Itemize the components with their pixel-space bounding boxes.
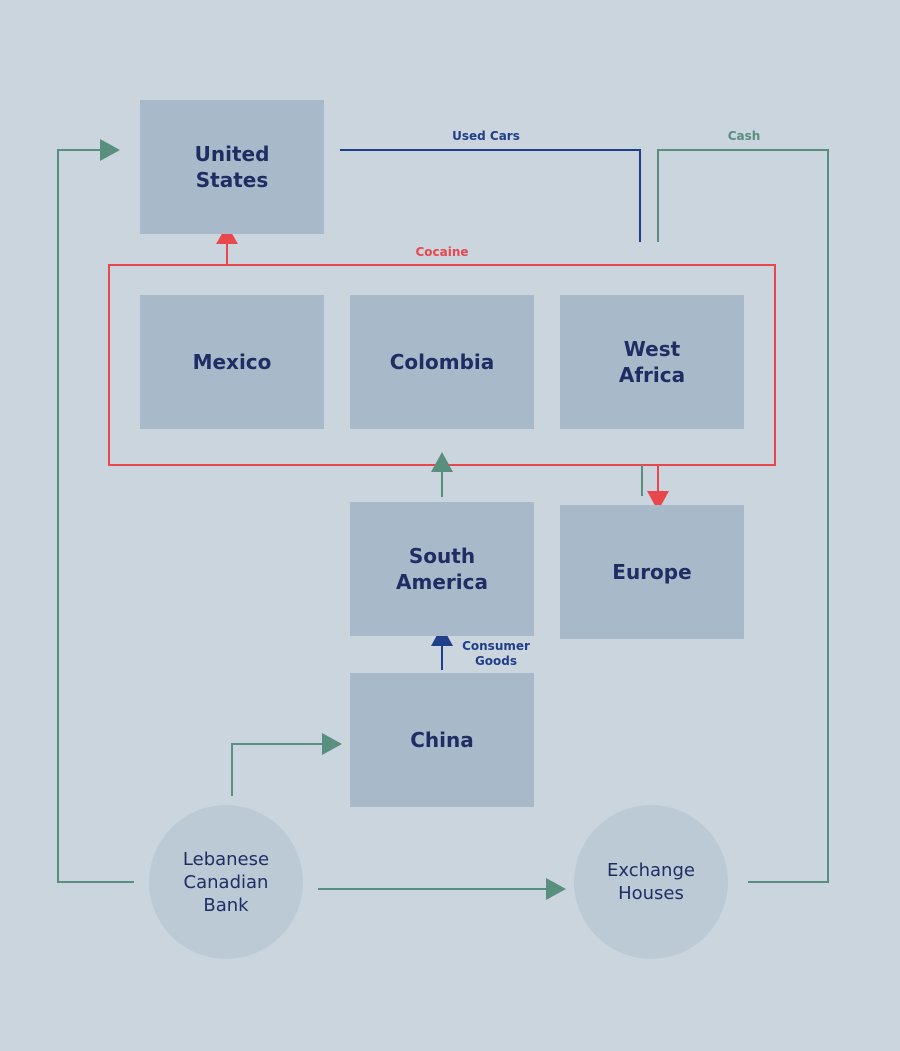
cocaine-label: Cocaine	[415, 245, 469, 259]
south-america-node: South America	[350, 502, 534, 636]
mexico-node: Mexico	[140, 295, 324, 429]
cash-label: Cash	[727, 129, 761, 143]
colombia-node: Colombia	[350, 295, 534, 429]
cocaine-to-europe-arrowhead	[647, 491, 669, 511]
used-cars-label: Used Cars	[452, 129, 520, 143]
bank-to-exchange-arrowhead	[546, 878, 566, 900]
europe-node: Europe	[560, 505, 744, 639]
lebanese-canadian-bank-node: Lebanese Canadian Bank	[149, 805, 303, 959]
china-node: China	[350, 673, 534, 807]
bank-to-china-connector	[231, 743, 322, 796]
west-africa-node: West Africa	[560, 295, 744, 429]
exchange-houses-node: Exchange Houses	[574, 805, 728, 959]
south-america-to-region-arrowhead	[431, 452, 453, 472]
cash-connector	[657, 149, 829, 883]
bank-to-us-arrowhead	[100, 139, 120, 161]
consumer-goods-label: Consumer Goods	[462, 639, 530, 668]
cocaine-to-us-arrowhead	[216, 225, 238, 244]
bank-to-china-arrowhead	[322, 733, 342, 755]
consumer-goods-arrowhead	[431, 626, 453, 646]
bank-to-us-connector	[57, 149, 134, 883]
used-cars-connector	[340, 149, 641, 242]
united-states-node: United States	[140, 100, 324, 234]
